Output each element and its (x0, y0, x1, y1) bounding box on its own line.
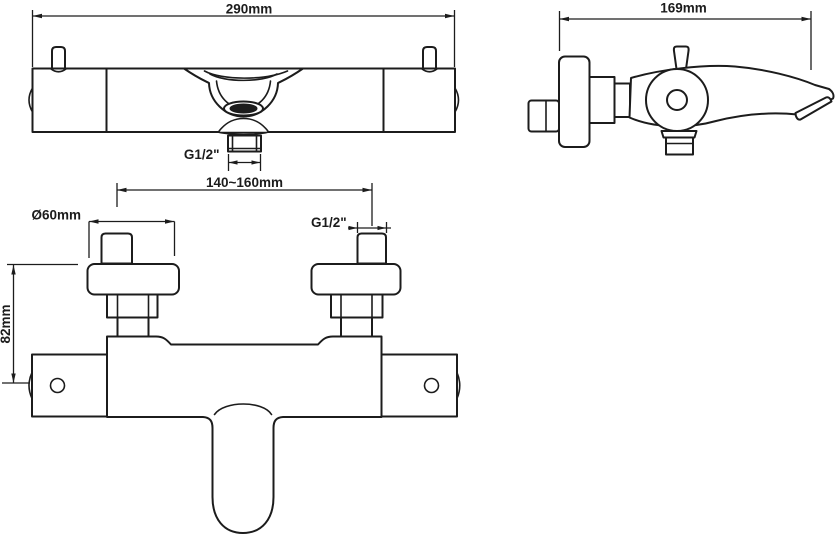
top-view-spout-lip-inner (209, 73, 278, 82)
arrowhead-icon (377, 225, 387, 231)
front-view-right-cap (380, 353, 458, 418)
arrowhead-icon (251, 160, 261, 165)
side-view-flange (558, 55, 591, 148)
arrowhead-icon (228, 160, 238, 165)
front-view-left-screw (49, 377, 66, 394)
side-view-spout-outlet-band (794, 96, 833, 121)
top-view-outlet-nipple (227, 134, 262, 153)
arrowhead-icon (445, 13, 455, 19)
arrowhead-icon (89, 219, 99, 224)
arrowhead-icon (11, 373, 16, 383)
dimension-290mm: 290mm (31, 2, 456, 67)
side-view-union-collar (613, 82, 631, 118)
front-view-left-flange (86, 263, 180, 296)
arrowhead-icon (348, 225, 358, 231)
front-view-left-nut (106, 293, 159, 319)
front-view: 140~160mm Ø60mm G1/2" 82mm (0, 175, 461, 534)
front-view-spout-top-arc (213, 403, 273, 416)
top-view-aerator (229, 103, 258, 114)
front-view-right-flange (310, 263, 402, 296)
dim-inlet-thread-label: G1/2" (311, 215, 347, 230)
front-view-right-screw (423, 377, 440, 394)
top-view-right-nipple-arc (454, 87, 460, 113)
dimension-140-160mm: 140~160mm (116, 175, 373, 226)
arrowhead-icon (11, 265, 16, 275)
dim-outlet-thread-label: G1/2" (184, 147, 220, 162)
side-view-union-block (588, 76, 616, 124)
dimension-inlet-thread-front: G1/2" (311, 215, 391, 233)
top-view-outlet-dome (217, 117, 270, 133)
side-view-outlet-collar (660, 130, 698, 139)
dimension-flange-diameter: Ø60mm (32, 208, 176, 258)
arrowhead-icon (32, 13, 42, 19)
top-view-left-handle-base-arc (50, 68, 67, 73)
dimension-169mm: 169mm (558, 1, 812, 70)
top-view-right-handle (422, 46, 437, 71)
arrowhead-icon (117, 187, 127, 193)
dim-169mm-label: 169mm (660, 1, 707, 16)
front-view-left-union-nipple (100, 232, 133, 265)
front-view-right-nut (330, 293, 384, 319)
dim-centers-label: 140~160mm (206, 175, 283, 190)
top-view-left-nipple-arc (28, 87, 34, 113)
arrowhead-icon (362, 187, 372, 193)
dim-290mm-label: 290mm (226, 2, 273, 17)
top-view-outlet-dome-base (216, 131, 270, 135)
front-view-left-cap (31, 353, 108, 418)
side-view: 169mm (527, 1, 835, 156)
arrowhead-icon (801, 16, 811, 22)
top-view-right-handle-base-arc (421, 68, 438, 73)
side-view-wall-nipple (527, 99, 560, 133)
dim-flange-diameter-label: Ø60mm (32, 208, 82, 223)
top-view-left-handle (51, 46, 66, 71)
side-view-outlet-nipple (665, 136, 694, 156)
front-view-body-and-spout (106, 335, 383, 534)
dimension-outlet-thread-top: G1/2" (184, 147, 262, 171)
top-view: 290mm G1/2" (28, 2, 460, 171)
side-view-knob-cap (666, 89, 688, 111)
front-view-right-union-nipple (356, 232, 387, 265)
side-view-lever (672, 45, 690, 70)
arrowhead-icon (559, 16, 569, 22)
dim-height-label: 82mm (0, 304, 13, 343)
arrowhead-icon (165, 219, 175, 224)
dimension-82mm: 82mm (0, 263, 78, 384)
